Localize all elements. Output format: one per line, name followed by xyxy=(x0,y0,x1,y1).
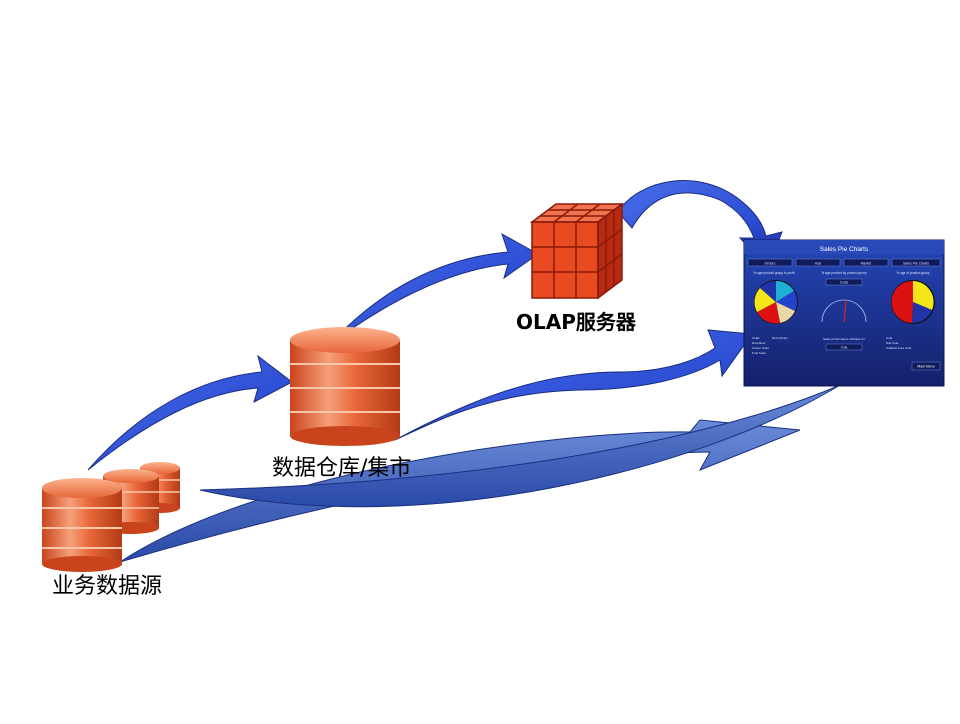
dashboard-tabs: Orders Year Market Sales Pie Charts xyxy=(747,258,941,267)
dashboard-main-menu-button: Main Menu xyxy=(917,365,934,369)
dashboard-left-pie xyxy=(754,280,798,324)
label-olap-server: OLAP服务器 xyxy=(516,310,636,334)
left-legend-2: Cream Soda xyxy=(752,346,769,350)
dashboard-tab-1: Year xyxy=(814,262,822,266)
dashboard-right-panel-title: % age of product group xyxy=(896,271,929,275)
dashboard-window: Sales Pie Charts Orders Year Market Sale… xyxy=(743,239,945,387)
label-business-data-source: 业务数据源 xyxy=(52,574,163,599)
dashboard-mid-dropdown-1: Colas xyxy=(840,281,849,285)
dashboard-right-legend: Cola Diet Cola Caffeine Free Cola xyxy=(886,336,911,350)
warehouse-db xyxy=(290,327,400,446)
label-data-warehouse: 数据仓库/集市 xyxy=(272,456,412,481)
right-legend-0: Cola xyxy=(886,336,893,340)
arrow-source-to-warehouse xyxy=(87,354,293,471)
left-legend-1: Root Beer xyxy=(752,341,766,345)
dashboard-mid-dropdown-2: Cola xyxy=(841,346,848,350)
dashboard-left-panel-title: % age product group to profit xyxy=(753,271,794,275)
dashboard-tab-3: Sales Pie Charts xyxy=(903,262,929,266)
dashboard-gauge: Colas Sales performance indicator for Co… xyxy=(821,278,867,351)
dashboard-tab-0: Orders xyxy=(765,262,776,266)
right-legend-2: Caffeine Free Cola xyxy=(886,346,911,350)
dashboard-tab-2: Market xyxy=(861,262,872,266)
left-legend-extra: Root Drinks xyxy=(772,336,788,340)
dashboard-left-legend: Colas Root Drinks Root Beer Cream Soda F… xyxy=(752,336,788,355)
dashboard-gauge-title: Sales performance indicator for xyxy=(823,337,865,341)
dashboard-title: Sales Pie Charts xyxy=(820,246,869,253)
arrow-warehouse-to-olap xyxy=(329,232,539,345)
source-db-large xyxy=(42,478,122,572)
left-legend-3: Fruit Soda xyxy=(752,351,766,355)
right-legend-1: Diet Cola xyxy=(886,341,899,345)
olap-cube xyxy=(529,202,625,300)
dashboard-mid-panel-title: % age product by product group xyxy=(821,271,867,275)
left-legend-0: Colas xyxy=(752,336,760,340)
dashboard-right-pie xyxy=(891,280,935,324)
